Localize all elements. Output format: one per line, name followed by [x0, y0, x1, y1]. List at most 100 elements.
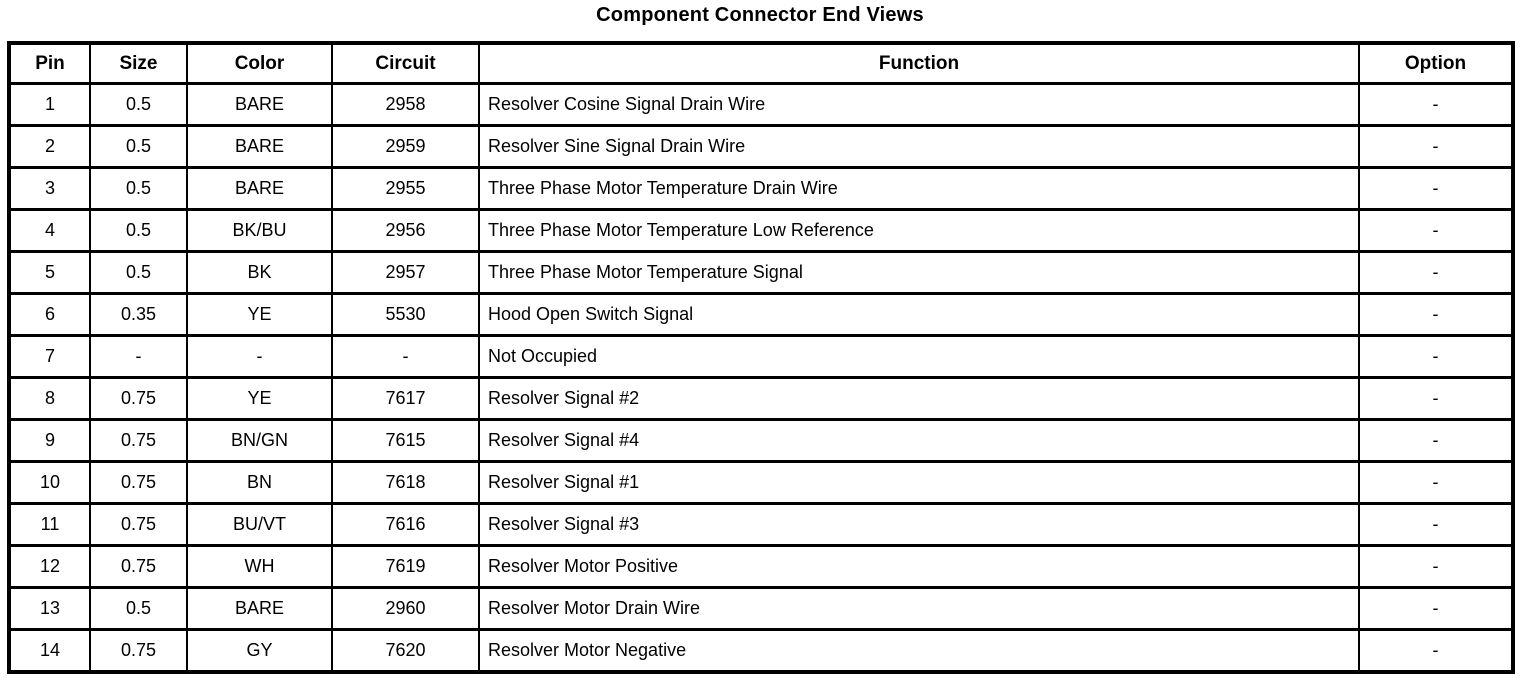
cell-option: - — [1358, 376, 1514, 421]
cell-pin: 7 — [8, 334, 91, 379]
cell-circuit: 2956 — [331, 208, 480, 253]
cell-color: BN — [186, 460, 333, 505]
cell-circuit: 7616 — [331, 502, 480, 547]
cell-function: Hood Open Switch Signal — [478, 292, 1360, 337]
cell-size: 0.5 — [89, 586, 188, 631]
cell-option: - — [1358, 124, 1514, 169]
col-header-option: Option — [1358, 41, 1514, 85]
cell-option: - — [1358, 502, 1514, 547]
cell-option: - — [1358, 292, 1514, 337]
cell-size: - — [89, 334, 188, 379]
cell-size: 0.5 — [89, 208, 188, 253]
cell-size: 0.5 — [89, 124, 188, 169]
cell-function: Resolver Signal #2 — [478, 376, 1360, 421]
cell-option: - — [1358, 250, 1514, 295]
cell-size: 0.5 — [89, 82, 188, 127]
cell-function: Resolver Cosine Signal Drain Wire — [478, 82, 1360, 127]
cell-circuit: 7619 — [331, 544, 480, 589]
cell-option: - — [1358, 460, 1514, 505]
cell-pin: 5 — [8, 250, 91, 295]
cell-color: YE — [186, 376, 333, 421]
col-header-pin: Pin — [8, 41, 91, 85]
cell-pin: 11 — [8, 502, 91, 547]
cell-size: 0.75 — [89, 418, 188, 463]
cell-option: - — [1358, 166, 1514, 211]
cell-pin: 3 — [8, 166, 91, 211]
cell-size: 0.75 — [89, 544, 188, 589]
connector-pinout-table: Pin Size Color Circuit Function Option 1… — [7, 41, 1515, 674]
cell-function: Not Occupied — [478, 334, 1360, 379]
cell-function: Three Phase Motor Temperature Low Refere… — [478, 208, 1360, 253]
cell-circuit: 2955 — [331, 166, 480, 211]
cell-pin: 4 — [8, 208, 91, 253]
cell-color: BARE — [186, 166, 333, 211]
cell-size: 0.35 — [89, 292, 188, 337]
cell-option: - — [1358, 208, 1514, 253]
cell-option: - — [1358, 628, 1514, 674]
cell-function: Three Phase Motor Temperature Signal — [478, 250, 1360, 295]
cell-size: 0.5 — [89, 166, 188, 211]
cell-pin: 14 — [8, 628, 91, 674]
cell-function: Resolver Motor Drain Wire — [478, 586, 1360, 631]
cell-pin: 2 — [8, 124, 91, 169]
col-header-circuit: Circuit — [331, 41, 480, 85]
cell-color: WH — [186, 544, 333, 589]
cell-color: BK — [186, 250, 333, 295]
table-row: 7---Not Occupied- — [8, 334, 1514, 379]
cell-function: Resolver Sine Signal Drain Wire — [478, 124, 1360, 169]
cell-color: GY — [186, 628, 333, 674]
cell-pin: 13 — [8, 586, 91, 631]
cell-pin: 6 — [8, 292, 91, 337]
cell-option: - — [1358, 82, 1514, 127]
cell-function: Resolver Signal #1 — [478, 460, 1360, 505]
cell-color: BU/VT — [186, 502, 333, 547]
cell-function: Resolver Motor Positive — [478, 544, 1360, 589]
cell-option: - — [1358, 334, 1514, 379]
cell-option: - — [1358, 544, 1514, 589]
col-header-color: Color — [186, 41, 333, 85]
cell-function: Resolver Signal #3 — [478, 502, 1360, 547]
cell-function: Resolver Signal #4 — [478, 418, 1360, 463]
cell-circuit: 2960 — [331, 586, 480, 631]
cell-size: 0.75 — [89, 502, 188, 547]
col-header-size: Size — [89, 41, 188, 85]
cell-pin: 9 — [8, 418, 91, 463]
cell-circuit: 7618 — [331, 460, 480, 505]
cell-circuit: 2957 — [331, 250, 480, 295]
cell-option: - — [1358, 418, 1514, 463]
cell-pin: 1 — [8, 82, 91, 127]
cell-pin: 12 — [8, 544, 91, 589]
cell-circuit: - — [331, 334, 480, 379]
col-header-function: Function — [478, 41, 1360, 85]
cell-circuit: 2959 — [331, 124, 480, 169]
page-title: Component Connector End Views — [596, 4, 924, 26]
cell-color: BK/BU — [186, 208, 333, 253]
cell-circuit: 7617 — [331, 376, 480, 421]
cell-function: Three Phase Motor Temperature Drain Wire — [478, 166, 1360, 211]
cell-size: 0.5 — [89, 250, 188, 295]
cell-color: BARE — [186, 82, 333, 127]
cell-color: YE — [186, 292, 333, 337]
cell-color: BARE — [186, 586, 333, 631]
cell-size: 0.75 — [89, 376, 188, 421]
cell-circuit: 7620 — [331, 628, 480, 674]
cell-size: 0.75 — [89, 460, 188, 505]
header-row: Pin Size Color Circuit Function Option — [8, 41, 1514, 85]
cell-circuit: 5530 — [331, 292, 480, 337]
cell-option: - — [1358, 586, 1514, 631]
cell-circuit: 7615 — [331, 418, 480, 463]
cell-pin: 8 — [8, 376, 91, 421]
